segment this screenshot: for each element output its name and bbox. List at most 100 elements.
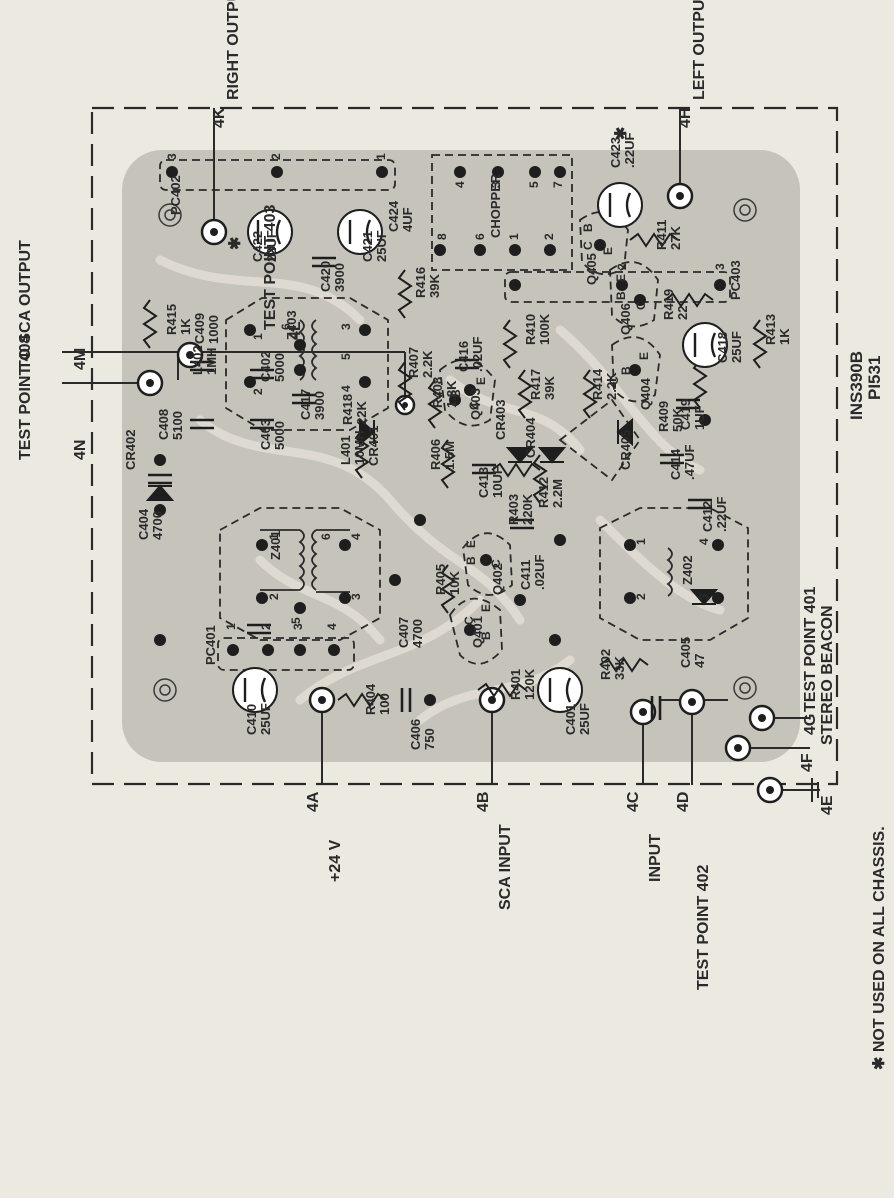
r411-zigzag [629,232,679,248]
svg-text:2: 2 [267,593,281,600]
component-ref-pc402: PC402 [168,175,183,215]
component-value-r402: 33K [612,656,627,680]
component-ref-pc401: PC401 [203,625,218,665]
svg-text:5: 5 [289,617,303,624]
terminal-4e-id: 4E [819,795,836,815]
component-ref-c410: C410 [244,704,259,735]
component-value-r417: 39K [542,376,557,400]
svg-text:7: 7 [551,181,565,188]
component-value-r418: 22K [354,401,369,425]
q405-outline [579,211,629,276]
terminal-4l-id: 4L [287,321,304,340]
component-ref-r401: R401 [508,669,523,700]
component-ref-r415: R415 [164,304,179,335]
terminal-4k-label: RIGHT OUTPUT [225,0,242,100]
component-ref-c406: C406 [408,719,423,750]
terminal-labels: +24 V 4A SCA INPUT 4B INPUT 4C TEST POIN… [17,0,836,990]
component-value-c417: 3900 [312,391,327,420]
q404-outline [611,336,661,403]
component-ref-c403: C403 [258,419,273,450]
svg-text:2: 2 [269,153,283,160]
r402-zigzag [599,657,649,673]
svg-text:3: 3 [291,623,305,630]
r405-zigzag [440,564,456,614]
terminal-4h-id: 4H [677,108,694,128]
component-ref-r409: R409 [656,401,671,432]
terminal-4c-id: 4C [625,791,642,812]
svg-text:1: 1 [374,153,388,160]
component-ref-q402: Q402 [490,563,505,595]
component-value-c405: 47 [692,654,707,668]
c409-plates [190,360,214,372]
cr401-symbol [359,417,376,447]
component-ref-cr404: CR404 [523,417,538,458]
component-ref-c409: C409 [192,313,207,344]
component-value-c406: 750 [422,728,437,750]
r414-zigzag [582,369,598,419]
star-marker: ✱ [227,237,244,250]
svg-text:3: 3 [339,323,353,330]
svg-text:2: 2 [251,388,265,395]
c414-plates [660,453,684,465]
board-substrate [122,150,800,762]
c413-plates [472,463,496,475]
q402-outline [462,532,513,596]
component-ref-z402: Z402 [680,555,695,585]
q401-outline [449,597,503,665]
component-ref-c411: C411 [518,560,533,590]
svg-text:8: 8 [435,233,449,240]
svg-text:B: B [614,291,628,300]
component-ref-r419: R419 [661,289,676,320]
c403-plates [250,418,274,430]
terminal-4b-id: 4B [475,792,492,812]
c416-plates [455,358,479,370]
cr402-symbol [145,484,175,501]
c411-plates [510,518,534,530]
component-value-r410: 100K [537,313,552,345]
component-ref-cr405: CR405 [618,430,633,470]
component-value-r414: 2.2K [604,372,619,400]
component-ref-c419: C419 [678,399,693,430]
component-value-l402: 1MH [204,348,219,375]
terminal-4b-label: SCA INPUT [497,824,514,910]
svg-text:C: C [581,241,595,250]
component-ref-r405: R405 [433,564,448,595]
component-ref-l402: L402 [190,345,205,375]
component-value-c401: 25UF [577,703,592,735]
svg-text:3: 3 [713,263,727,270]
r403-zigzag [491,462,541,478]
svg-text:2: 2 [634,593,648,600]
terminal-4d-id: 4D [675,792,692,812]
board-outline [90,106,839,786]
component-ref-c404: C404 [136,508,151,540]
component-ref-c418: C418 [715,332,730,363]
svg-text:B: B [449,389,463,398]
z402-outline [599,507,749,641]
svg-text:4: 4 [325,623,339,630]
svg-text:2: 2 [542,233,556,240]
component-ref-c420: C420 [318,261,333,292]
star-marker: ✱ [613,127,630,140]
component-value-r411: 27K [668,226,683,250]
terminal-4k-id: 4K [211,107,228,128]
svg-text:5: 5 [339,353,353,360]
r404-zigzag [337,692,387,708]
c405-plates [650,696,662,720]
svg-text:E: E [474,377,488,385]
r416-zigzag [397,269,413,319]
component-value-r405: 10K [447,571,462,595]
component-value-c422: 22UF [264,230,279,262]
component-ref-l401: L401 [338,435,353,465]
terminal-4h-label: LEFT OUTPUT [691,0,708,100]
pin-labels: C B E B E C B C E B C E B E C C B E [449,223,651,640]
svg-text:B: B [479,631,493,640]
terminal-4m-label: TO SCA OUTPUT [17,240,34,370]
component-value-c413: 10UF [490,466,505,498]
component-value-c404: 4700 [150,511,165,540]
footnote: ✱ NOT USED ON ALL CHASSIS. [871,826,888,1070]
r410-zigzag [502,319,518,369]
component-value-r419: 22 [675,306,690,320]
r417-zigzag [517,369,533,419]
